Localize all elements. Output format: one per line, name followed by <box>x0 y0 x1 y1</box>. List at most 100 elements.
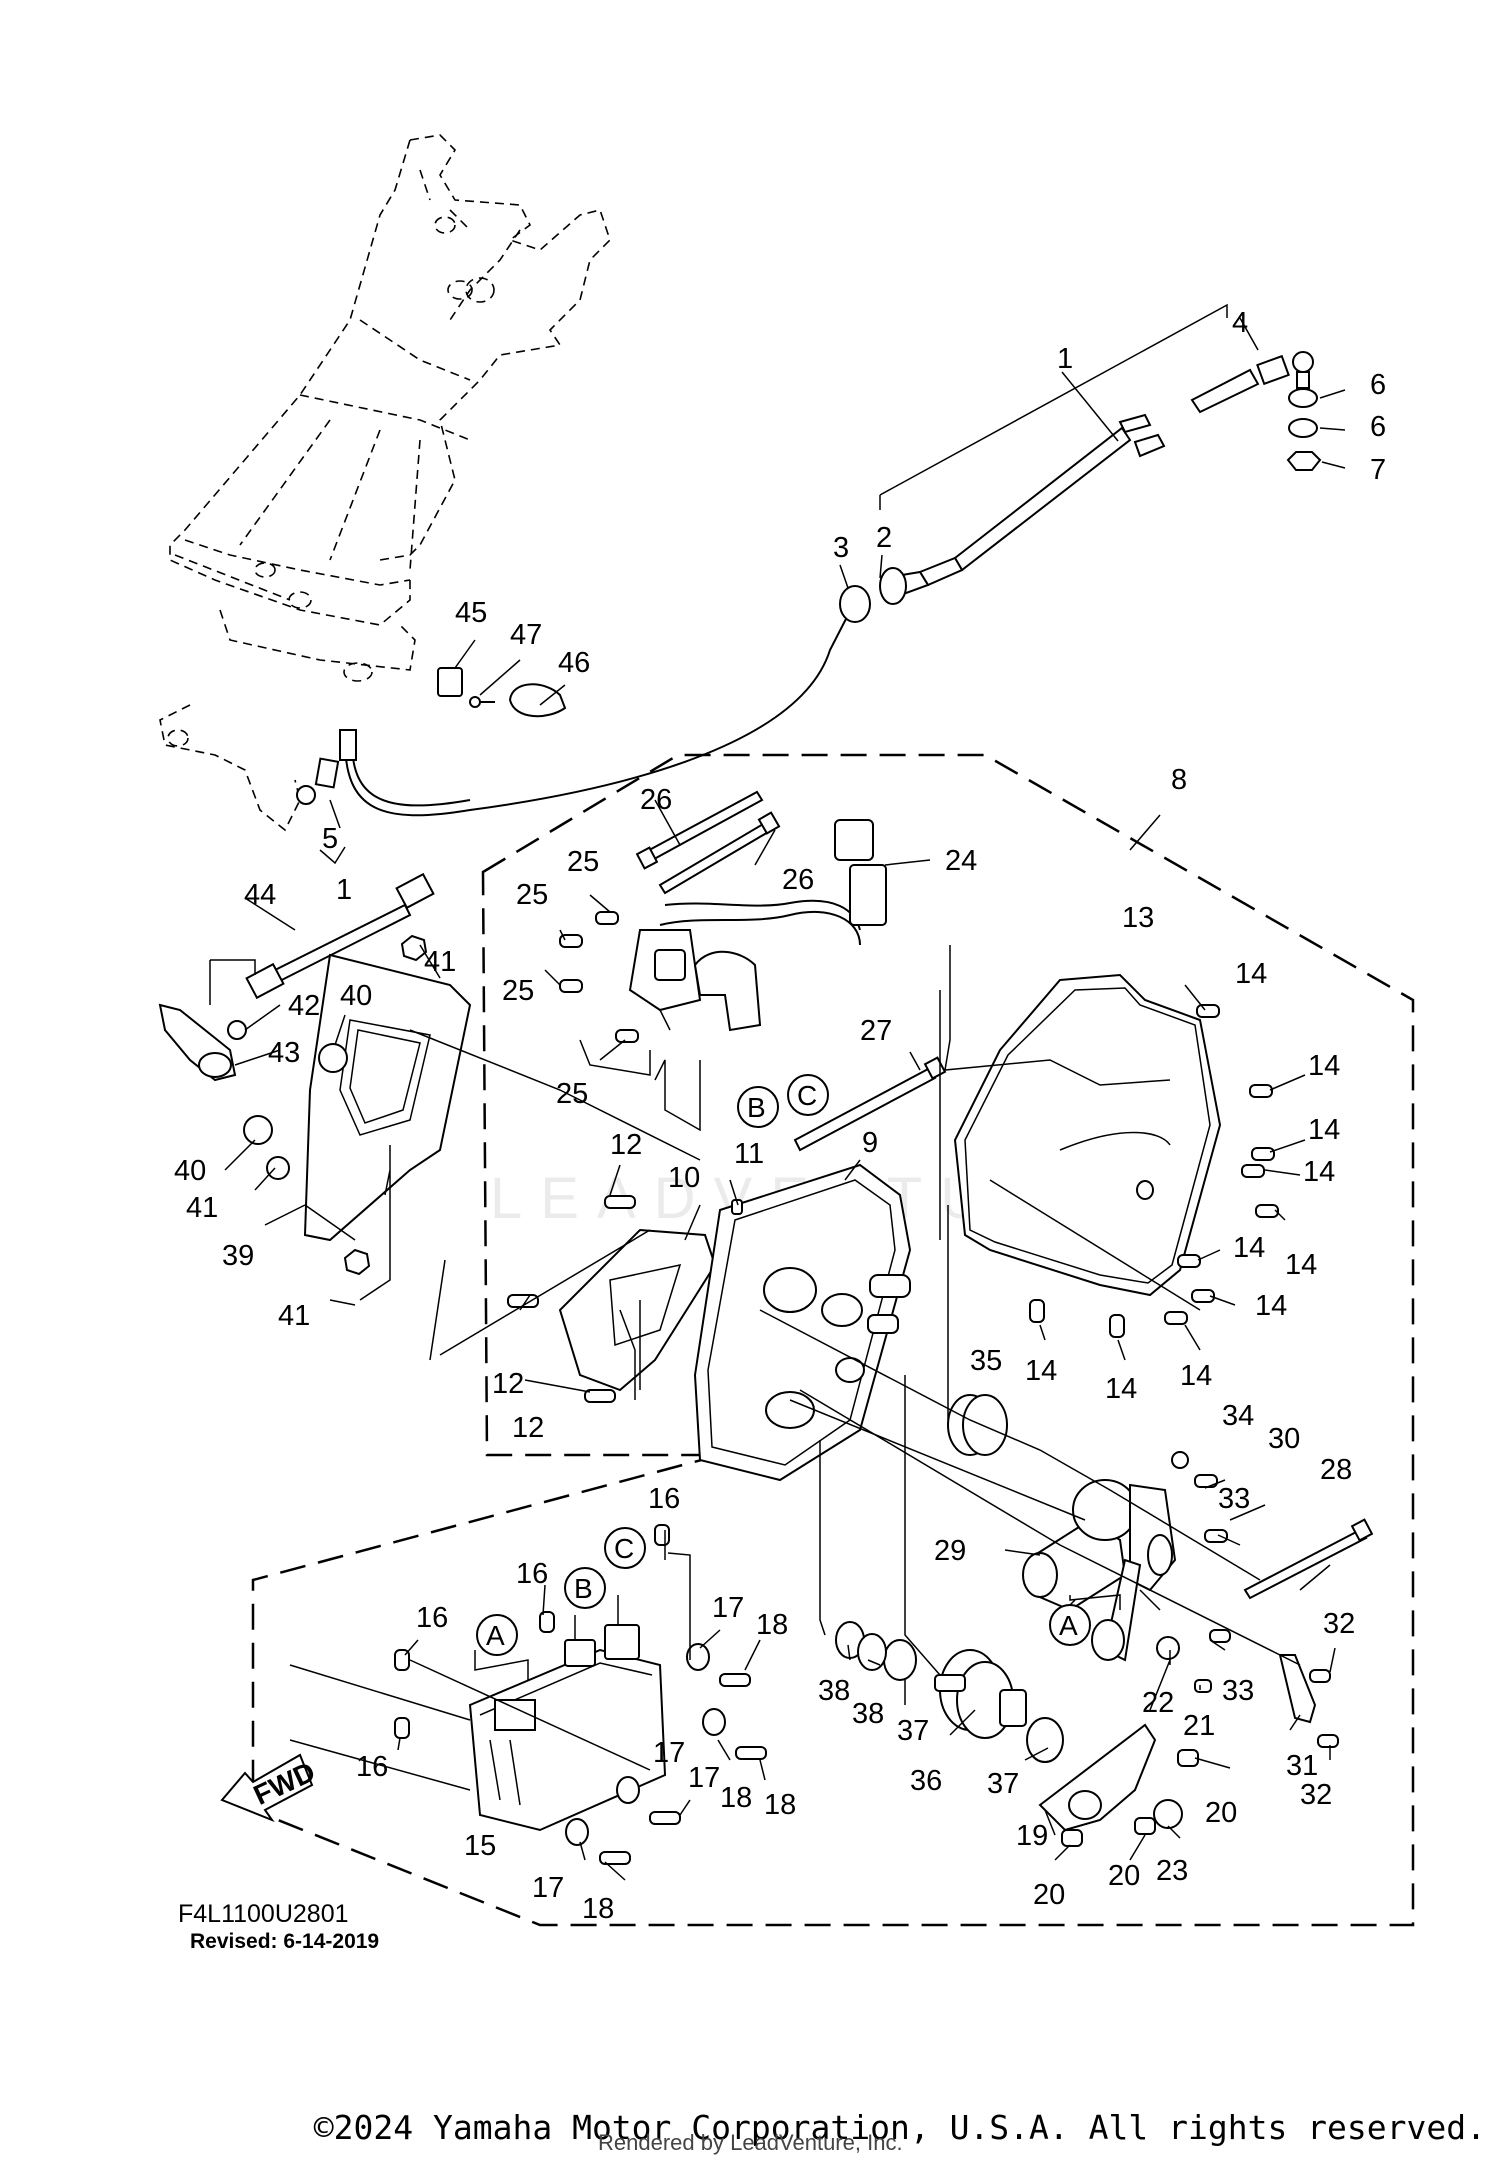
o-ring-38b[interactable] <box>857 1633 887 1671</box>
callout-18c: 18 <box>720 1782 752 1814</box>
callout-14g: 14 <box>1255 1290 1287 1322</box>
callout-14f: 14 <box>1285 1249 1317 1281</box>
callout-20c: 20 <box>1108 1860 1140 1892</box>
washer-41b[interactable] <box>266 1156 290 1180</box>
callout-37b: 37 <box>987 1768 1019 1800</box>
band-46[interactable] <box>508 683 567 718</box>
callout-16a: 16 <box>648 1483 680 1515</box>
wire-harness-24[interactable] <box>628 819 887 1032</box>
kit-boundary-8 <box>251 753 1415 1927</box>
callout-6b: 6 <box>1370 411 1386 443</box>
cable-tie-28[interactable] <box>1243 1528 1368 1600</box>
callout-38b: 38 <box>852 1698 884 1730</box>
callout-13: 13 <box>1122 902 1154 934</box>
callout-17a: 17 <box>712 1592 744 1624</box>
washer-2[interactable] <box>879 567 907 605</box>
callout-17d: 17 <box>532 1872 564 1904</box>
bolt-42[interactable] <box>227 1020 247 1040</box>
cable-end-ball-joint[interactable] <box>296 729 357 805</box>
callout-14b: 14 <box>1308 1050 1340 1082</box>
callout-16d: 16 <box>356 1751 388 1783</box>
nut-41a[interactable] <box>400 934 428 962</box>
nut-41c[interactable] <box>343 1248 371 1276</box>
marker-a-right: A <box>1049 1604 1091 1646</box>
bushing-37a[interactable] <box>883 1639 917 1681</box>
gasket-plate-10[interactable] <box>558 1228 717 1392</box>
shift-rod-44[interactable] <box>245 872 435 1000</box>
diagram-code: F4L1100U2801 <box>178 1900 349 1928</box>
bolts-14[interactable] <box>1029 1004 1279 1338</box>
callout-40a: 40 <box>340 980 372 1012</box>
bolts-16[interactable] <box>394 1524 670 1739</box>
callout-38a: 38 <box>818 1675 850 1707</box>
callout-1: 1 <box>1057 343 1073 375</box>
lever-43[interactable] <box>158 1003 237 1082</box>
svg-text:B: B <box>574 1573 593 1604</box>
callout-14a: 14 <box>1235 958 1267 990</box>
callout-32b: 32 <box>1300 1779 1332 1811</box>
svg-text:C: C <box>614 1533 634 1564</box>
arm-link[interactable] <box>1091 1558 1142 1662</box>
bolts-25[interactable] <box>559 911 639 1043</box>
callout-40b: 40 <box>174 1155 206 1187</box>
cover-13[interactable] <box>953 973 1222 1297</box>
callout-26a: 26 <box>640 784 672 816</box>
bushing-37b[interactable] <box>1026 1717 1064 1763</box>
gear-35[interactable] <box>947 1394 1008 1456</box>
callout-17c: 17 <box>688 1762 720 1794</box>
callout-22: 22 <box>1142 1687 1174 1719</box>
jet-pump-housing-outline <box>159 134 611 832</box>
callout-30: 30 <box>1268 1423 1300 1455</box>
callout-14c: 14 <box>1308 1114 1340 1146</box>
callout-29: 29 <box>934 1535 966 1567</box>
nut-7[interactable] <box>1286 451 1322 471</box>
bolts-12[interactable] <box>507 1195 636 1403</box>
callout-44: 44 <box>244 879 276 911</box>
callout-18a: 18 <box>756 1609 788 1641</box>
callout-11: 11 <box>734 1138 764 1170</box>
bolt-23[interactable] <box>1153 1799 1183 1829</box>
gear-36[interactable] <box>934 1649 1027 1739</box>
callout-23: 23 <box>1156 1855 1188 1887</box>
steering-cable[interactable] <box>344 351 1314 817</box>
callout-14j: 14 <box>1180 1360 1212 1392</box>
controller-unit-15[interactable] <box>468 1624 667 1832</box>
callout-2: 2 <box>876 522 892 554</box>
motor-29[interactable] <box>1022 1479 1177 1612</box>
bolt-40a[interactable] <box>318 1043 348 1073</box>
callout-28: 28 <box>1320 1454 1352 1486</box>
gasket-plate-39[interactable] <box>303 953 472 1242</box>
callout-46: 46 <box>558 647 590 679</box>
cable-tie-26b[interactable] <box>658 818 777 895</box>
washer-6b[interactable] <box>1288 418 1318 438</box>
nut-3[interactable] <box>839 585 871 623</box>
grommets-17[interactable] <box>565 1643 726 1846</box>
callout-42: 42 <box>288 990 320 1022</box>
callout-25b: 25 <box>516 879 548 911</box>
main-housing-9[interactable] <box>693 1163 912 1482</box>
callout-10: 10 <box>668 1162 700 1194</box>
callout-9: 9 <box>862 1127 878 1159</box>
callout-25a: 25 <box>567 846 599 878</box>
callout-31: 31 <box>1286 1750 1318 1782</box>
washer-22[interactable] <box>1156 1636 1180 1660</box>
callout-25c: 25 <box>502 975 534 1007</box>
callout-33b: 33 <box>1222 1675 1254 1707</box>
callout-41b: 41 <box>186 1192 218 1224</box>
forward-arrow-icon: FWD <box>220 1753 320 1823</box>
callout-14h: 14 <box>1025 1355 1057 1387</box>
callout-20a: 20 <box>1205 1797 1237 1829</box>
callout-21: 21 <box>1183 1710 1215 1742</box>
callout-35: 35 <box>970 1345 1002 1377</box>
callout-43: 43 <box>268 1037 300 1069</box>
bolts-18[interactable] <box>599 1673 767 1865</box>
bolts-20[interactable] <box>1061 1749 1199 1847</box>
washer-6a[interactable] <box>1288 388 1318 408</box>
callout-41c: 41 <box>278 1300 310 1332</box>
lever-31[interactable] <box>1278 1654 1317 1724</box>
bolt-40b[interactable] <box>243 1115 273 1145</box>
clip-45[interactable] <box>437 667 463 697</box>
callout-1b: 1 <box>336 874 352 906</box>
callout-14d: 14 <box>1303 1156 1335 1188</box>
